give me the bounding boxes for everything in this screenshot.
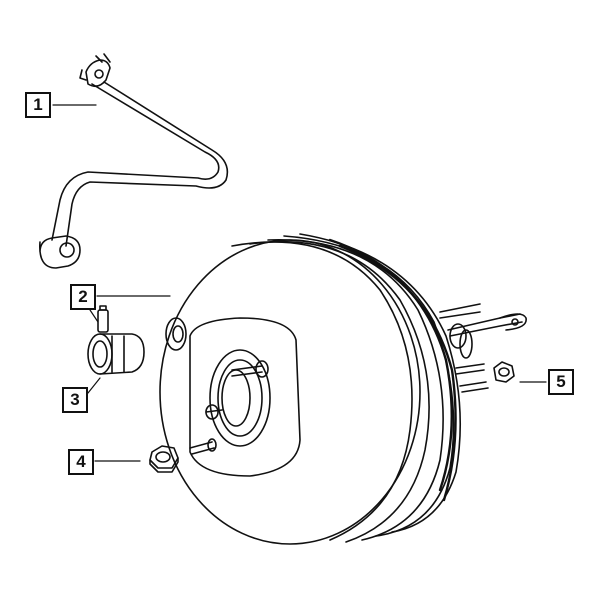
callout-2: 2 [70, 284, 96, 310]
callout-1: 1 [25, 92, 51, 118]
nut-5 [493, 361, 515, 383]
grommet [87, 333, 145, 375]
callout-3: 3 [62, 387, 88, 413]
vacuum-hose [39, 53, 229, 269]
leader-2b [89, 309, 99, 323]
callout-5: 5 [548, 369, 574, 395]
callout-4: 4 [68, 449, 94, 475]
brake-booster [159, 233, 527, 545]
check-valve [97, 305, 109, 333]
leader-3 [87, 377, 101, 394]
